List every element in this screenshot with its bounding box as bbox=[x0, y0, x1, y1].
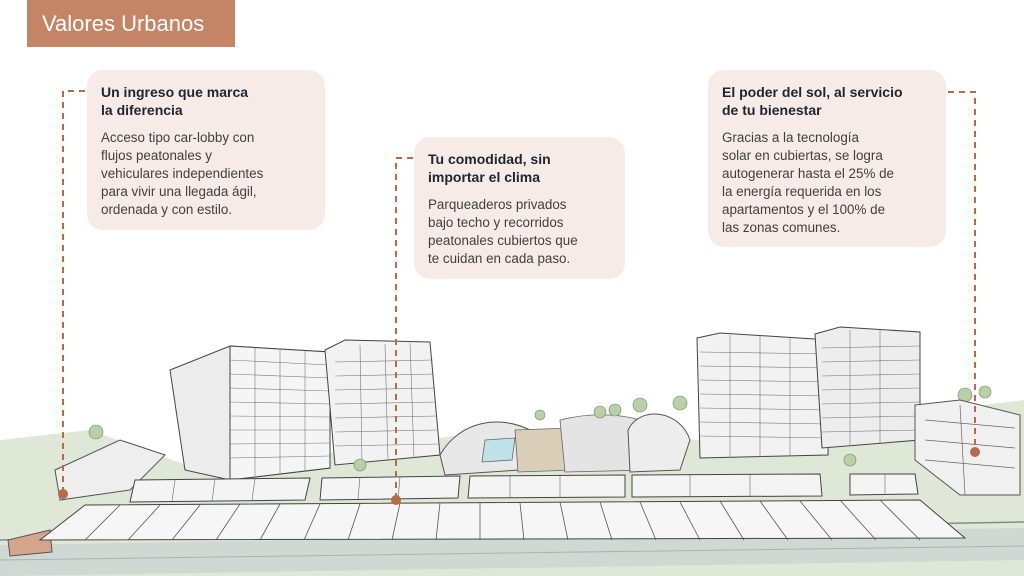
callout-comfort-body: Parqueaderos privados bajo techo y recor… bbox=[428, 197, 578, 266]
road-edge-lower bbox=[0, 545, 1024, 561]
tower-right-a bbox=[696, 332, 831, 459]
callout-solar-title: El poder del sol, al servicio de tu bien… bbox=[722, 84, 903, 118]
central-amenities bbox=[439, 413, 691, 476]
callout-connector-2 bbox=[391, 157, 413, 505]
pool bbox=[481, 437, 516, 463]
road bbox=[0, 528, 1024, 576]
parking-canopies-lower bbox=[38, 499, 967, 541]
callout-comfort: Tu comodidad, sin importar el clima Parq… bbox=[414, 137, 625, 279]
trees bbox=[88, 385, 992, 472]
tower-right-b bbox=[814, 326, 921, 449]
marker-solar bbox=[970, 447, 980, 457]
callout-entrance: Un ingreso que marca la diferencia Acces… bbox=[87, 70, 325, 230]
right-parking-blocks bbox=[914, 399, 1021, 496]
callout-solar-body: Gracias a la tecnología solar en cubiert… bbox=[722, 130, 894, 235]
tower-left-a bbox=[169, 345, 331, 481]
callout-comfort-title: Tu comodidad, sin importar el clima bbox=[428, 151, 551, 185]
callout-connector-1 bbox=[58, 90, 85, 499]
marker-entrance bbox=[58, 489, 68, 499]
page-title: Valores Urbanos bbox=[27, 0, 235, 47]
clubhouse bbox=[627, 413, 691, 473]
callout-connector-3 bbox=[948, 91, 980, 457]
tower-left-b bbox=[324, 339, 441, 466]
parking-canopies-upper bbox=[129, 473, 919, 503]
callout-entrance-body: Acceso tipo car-lobby con flujos peatona… bbox=[101, 130, 264, 217]
marker-parking bbox=[391, 495, 401, 505]
callout-solar: El poder del sol, al servicio de tu bien… bbox=[708, 70, 946, 247]
callout-entrance-title: Un ingreso que marca la diferencia bbox=[101, 84, 249, 118]
